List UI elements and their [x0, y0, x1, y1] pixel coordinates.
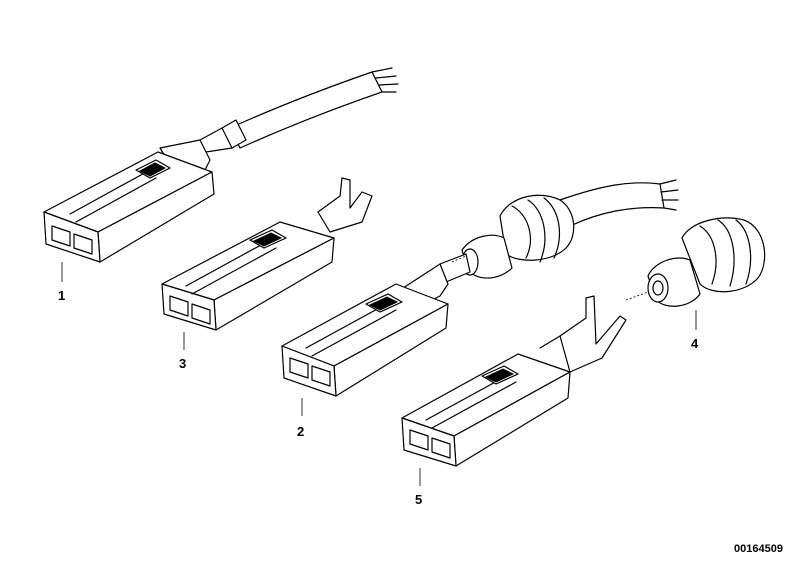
part-3-bare-terminal [161, 177, 373, 350]
callout-3: 3 [179, 356, 186, 371]
part-4-wire-seal [625, 217, 766, 330]
callout-1: 1 [58, 288, 65, 303]
part-5-terminal-long-crimp [401, 295, 627, 486]
part-1-terminal-with-cable [43, 67, 399, 282]
drawing-number: 00164509 [734, 543, 783, 555]
callout-2: 2 [297, 424, 304, 439]
part-2-terminal-with-seal [281, 179, 679, 416]
callout-5: 5 [415, 492, 422, 507]
callout-4: 4 [691, 336, 699, 351]
